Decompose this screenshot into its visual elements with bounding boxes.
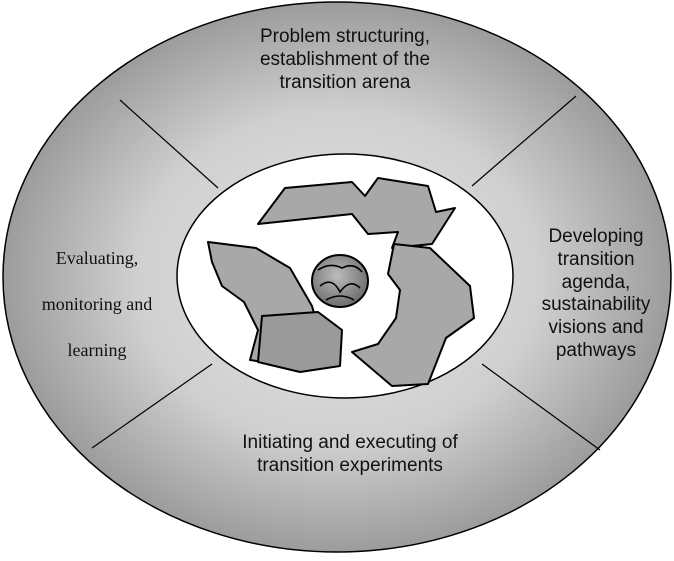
phase-top-line-1: Problem structuring, — [259, 26, 430, 47]
phase-bottom-line-1: Initiating and executing of — [242, 432, 458, 453]
arrow-right — [351, 243, 475, 387]
phase-bottom-line-2: transition experiments — [257, 454, 443, 476]
phase-left-line-1: Evaluating, — [55, 248, 139, 268]
phase-right-line-2: transition — [557, 248, 635, 270]
phase-problem-structuring: Problem structuring, establishment of th… — [210, 26, 480, 94]
phase-right-line-5: visions and — [548, 317, 644, 339]
divider-bottom-right — [481, 363, 601, 451]
phase-right-line-1: Developing — [548, 226, 644, 247]
phase-top-line-3: transition arena — [279, 71, 411, 93]
phase-top-line-2: establishment of the — [259, 48, 431, 70]
divider-bottom-left — [91, 363, 213, 449]
phase-left-line-3: learning — [67, 339, 127, 360]
divider-top-right — [471, 95, 577, 187]
phase-right-line-4: sustainability — [541, 294, 651, 316]
divider-top-left — [119, 99, 219, 189]
phase-right-line-3: agenda, — [561, 271, 631, 293]
phase-evaluating: Evaluating, monitoring and learning — [12, 236, 182, 374]
phase-initiating-experiments: Initiating and executing of transition e… — [160, 432, 540, 478]
globe-icon — [311, 254, 369, 308]
phase-right-line-6: pathways — [555, 339, 637, 361]
phase-left-line-2: monitoring and — [41, 293, 153, 314]
arrow-left-inner — [257, 311, 343, 373]
recycle-arrows-icon — [207, 177, 475, 387]
phase-developing-agenda: Developing transition agenda, sustainabi… — [520, 226, 672, 363]
arrow-top — [257, 177, 456, 249]
